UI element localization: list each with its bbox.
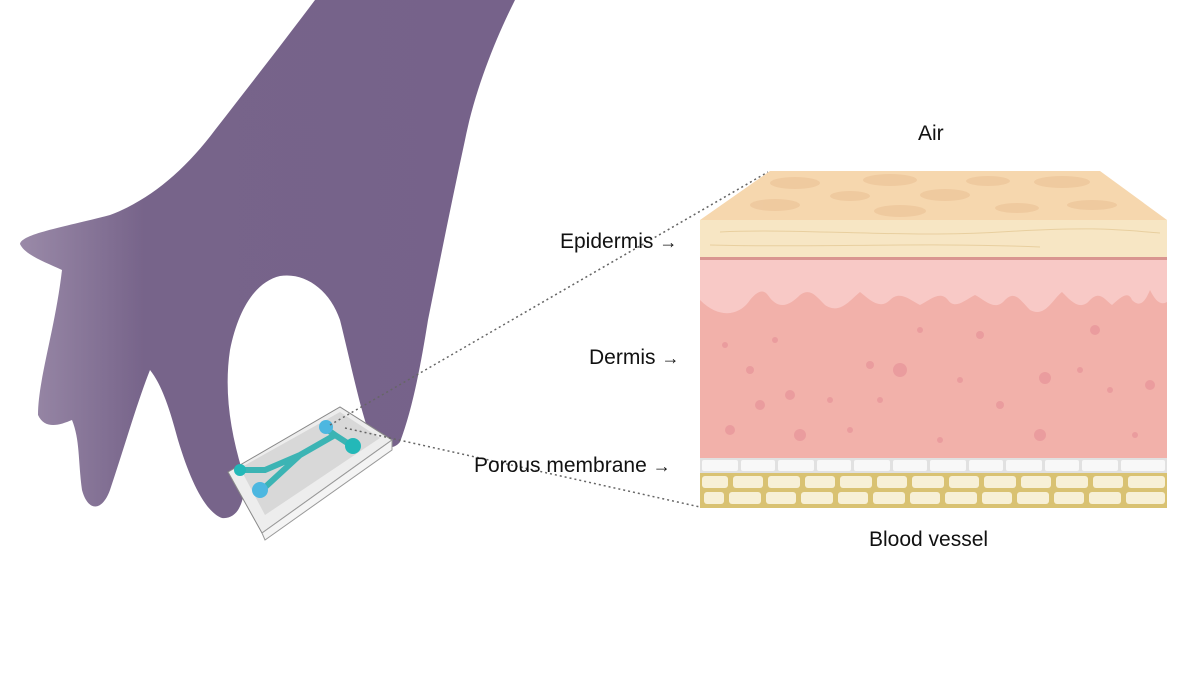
arrow-right-icon: → <box>659 232 678 252</box>
label-epidermis-text: Epidermis <box>560 230 654 253</box>
arrow-right-icon: → <box>661 348 680 368</box>
label-porous-membrane: Porous membrane→ <box>474 454 671 478</box>
organ-chip <box>227 406 393 541</box>
skin-tissue-model <box>700 171 1167 508</box>
hand-silhouette <box>20 0 515 519</box>
arrow-right-icon: → <box>652 456 671 476</box>
epidermis-layer <box>700 220 1167 258</box>
label-dermis-text: Dermis <box>589 346 656 369</box>
dermis-papillae <box>700 260 1167 314</box>
zoom-guide-lines <box>329 171 769 508</box>
label-air: Air <box>918 122 944 145</box>
label-porous-membrane-text: Porous membrane <box>474 454 647 477</box>
label-epidermis: Epidermis→ <box>560 230 677 254</box>
label-blood-vessel: Blood vessel <box>869 528 989 551</box>
label-dermis: Dermis→ <box>589 346 680 370</box>
